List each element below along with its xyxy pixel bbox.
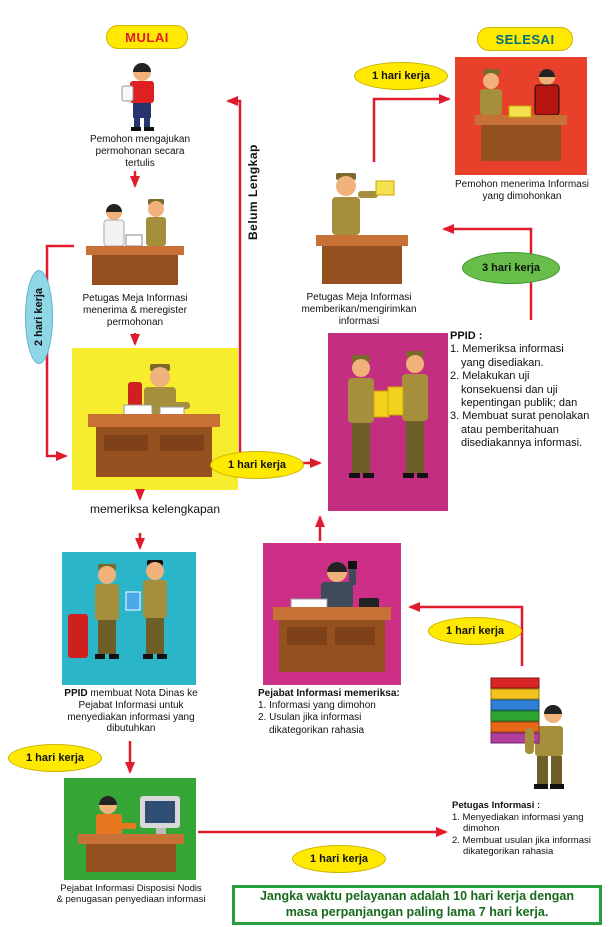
- illustration-disposisi-computer: [64, 778, 196, 880]
- illustration-desk-give: [288, 163, 430, 289]
- petugas-informasi-text: Petugas Informasi : 1. Menyediakan infor…: [452, 800, 594, 858]
- footer-note-box: Jangka waktu pelayanan adalah 10 hari ke…: [232, 885, 602, 925]
- ppid-review-item-3: 3. Membuat surat penolakan atau pemberit…: [450, 410, 590, 450]
- ppid-review-title: PPID :: [450, 330, 483, 342]
- illustration-applicant-receive: [455, 57, 587, 175]
- arrow-give-to-receive: [372, 94, 451, 162]
- petugas-informasi-item-2: 2. Membuat usulan jika informasi dikateg…: [452, 834, 591, 858]
- illustration-petugas-books: [455, 668, 589, 800]
- duration-check-to-review-badge: 1 hari kerja: [210, 451, 304, 479]
- caption-desk-register: Petugas Meja Informasi menerima & meregi…: [82, 293, 188, 328]
- ppid-review-item-1: 1. Memeriksa informasi yang disediakan.: [450, 343, 564, 369]
- caption-check-completeness: memeriksa kelengkapan: [89, 502, 221, 516]
- mulai-badge: MULAI: [106, 25, 188, 49]
- illustration-desk-register: [74, 192, 196, 290]
- petugas-informasi-title: Petugas Informasi :: [452, 800, 541, 811]
- illustration-ppid-nota: [62, 552, 196, 685]
- ppid-review-text: PPID : 1. Memeriksa informasi yang dised…: [450, 330, 590, 451]
- duration-give-to-receive-badge: 1 hari kerja: [354, 62, 448, 90]
- caption-applicant-submit: Pemohon mengajukan permohonan secara ter…: [89, 134, 191, 169]
- caption-applicant-receive: Pemohon menerima Informasi yang dimohonk…: [455, 179, 589, 202]
- duration-disposisi-to-petugas-badge: 1 hari kerja: [292, 845, 386, 873]
- caption-disposisi: Pejabat Informasi Disposisi Nodis & penu…: [56, 883, 206, 906]
- ppid-review-item-2: 2. Melakukan uji konsekuensi dan uji kep…: [450, 370, 578, 410]
- duration-review-to-give-badge: 3 hari kerja: [462, 252, 560, 284]
- duration-petugas-to-pejabat-badge: 1 hari kerja: [428, 617, 522, 645]
- footer-note-text: Jangka waktu pelayanan adalah 10 hari ke…: [259, 889, 575, 919]
- pejabat-periksa-text: Pejabat Informasi memeriksa: 1. Informas…: [258, 688, 420, 737]
- caption-ppid-nota: PPID membuat Nota Dinas ke Pejabat Infor…: [56, 688, 206, 735]
- pejabat-periksa-item-2: 2. Usulan jika informasi dikategorikan r…: [258, 712, 365, 736]
- caption-ppid-nota-rest: membuat Nota Dinas ke Pejabat Informasi …: [67, 688, 198, 735]
- pejabat-periksa-title: Pejabat Informasi memeriksa:: [258, 688, 400, 699]
- caption-ppid-nota-lead: PPID: [64, 688, 88, 699]
- duration-register-badge: 2 hari kerja: [25, 270, 53, 364]
- belum-lengkap-label: Belum Lengkap: [246, 144, 260, 240]
- illustration-ppid-review: [328, 333, 448, 511]
- pejabat-periksa-item-1: 1. Informasi yang dimohon: [258, 700, 376, 712]
- illustration-applicant-submit: [94, 56, 186, 132]
- duration-nota-to-disposisi-badge: 1 hari kerja: [8, 744, 102, 772]
- petugas-informasi-item-1: 1. Menyediakan informasi yang dimohon: [452, 811, 584, 835]
- selesai-badge: SELESAI: [477, 27, 573, 51]
- caption-desk-give: Petugas Meja Informasi memberikan/mengir…: [301, 292, 417, 327]
- arrow-register-duration-path: [45, 244, 74, 461]
- illustration-pejabat-periksa-desk: [263, 543, 401, 685]
